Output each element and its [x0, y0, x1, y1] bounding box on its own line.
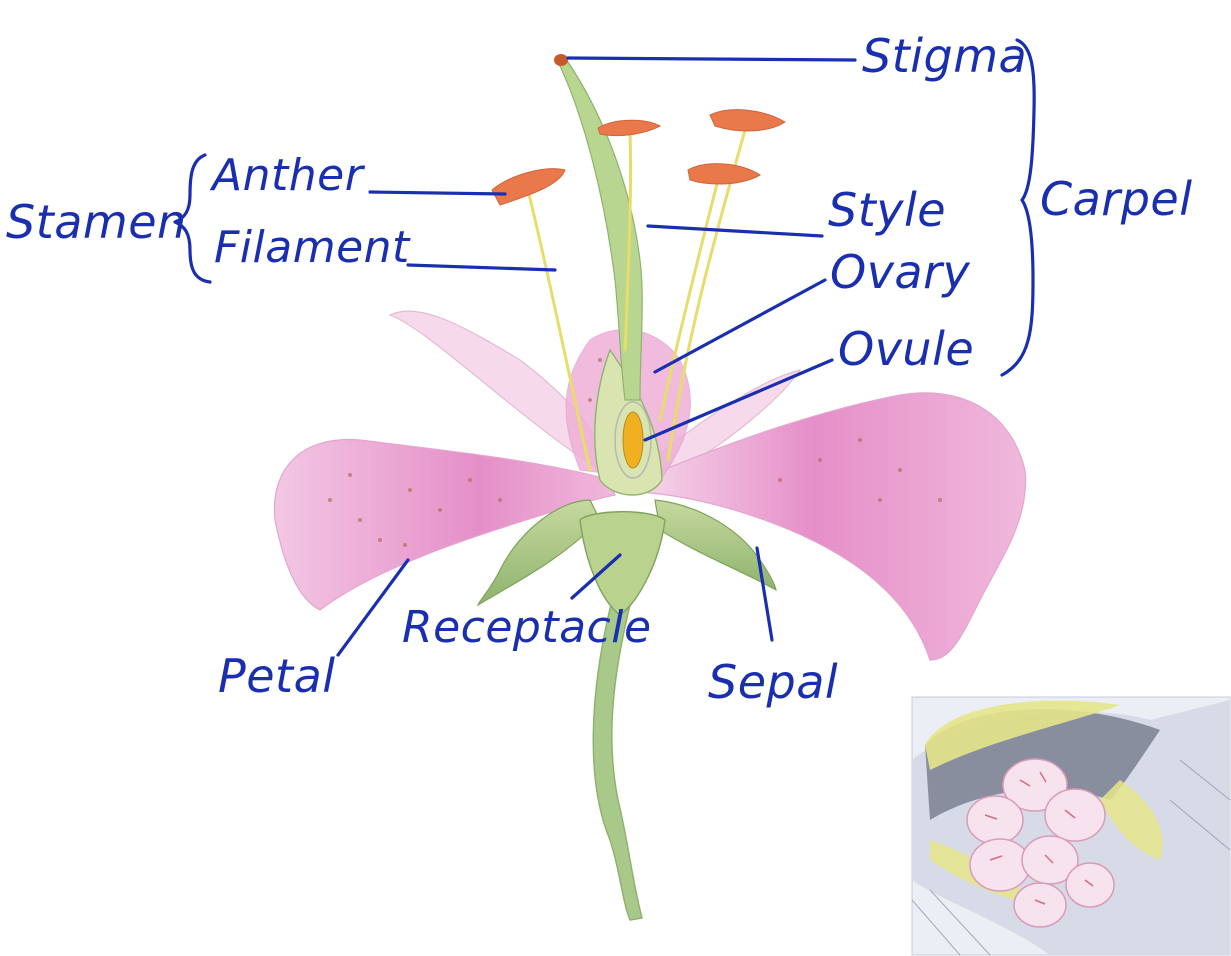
label-style: Style [828, 183, 946, 237]
label-receptacle: Receptacle [402, 602, 652, 653]
label-filament: Filament [214, 222, 411, 273]
label-stamen: Stamen [6, 195, 187, 249]
label-ovary: Ovary [830, 245, 971, 299]
carpel-brace [1002, 40, 1034, 375]
label-petal: Petal [218, 649, 336, 703]
label-carpel: Carpel [1040, 172, 1193, 226]
sepal-leader [757, 548, 772, 640]
stigma-leader [568, 58, 855, 60]
receptacle-shape [580, 512, 665, 615]
label-anther: Anther [209, 150, 366, 201]
label-ovule: Ovule [838, 322, 974, 376]
label-sepal: Sepal [708, 655, 838, 709]
label-stigma: Stigma [862, 29, 1027, 83]
ovule-closeup-inset [912, 697, 1230, 955]
anther-leader [370, 192, 505, 194]
style-leader [648, 226, 822, 236]
anthers [492, 110, 785, 205]
stigma-shape [554, 54, 568, 66]
filament-leader [408, 265, 555, 270]
ovule-shape [623, 412, 643, 468]
